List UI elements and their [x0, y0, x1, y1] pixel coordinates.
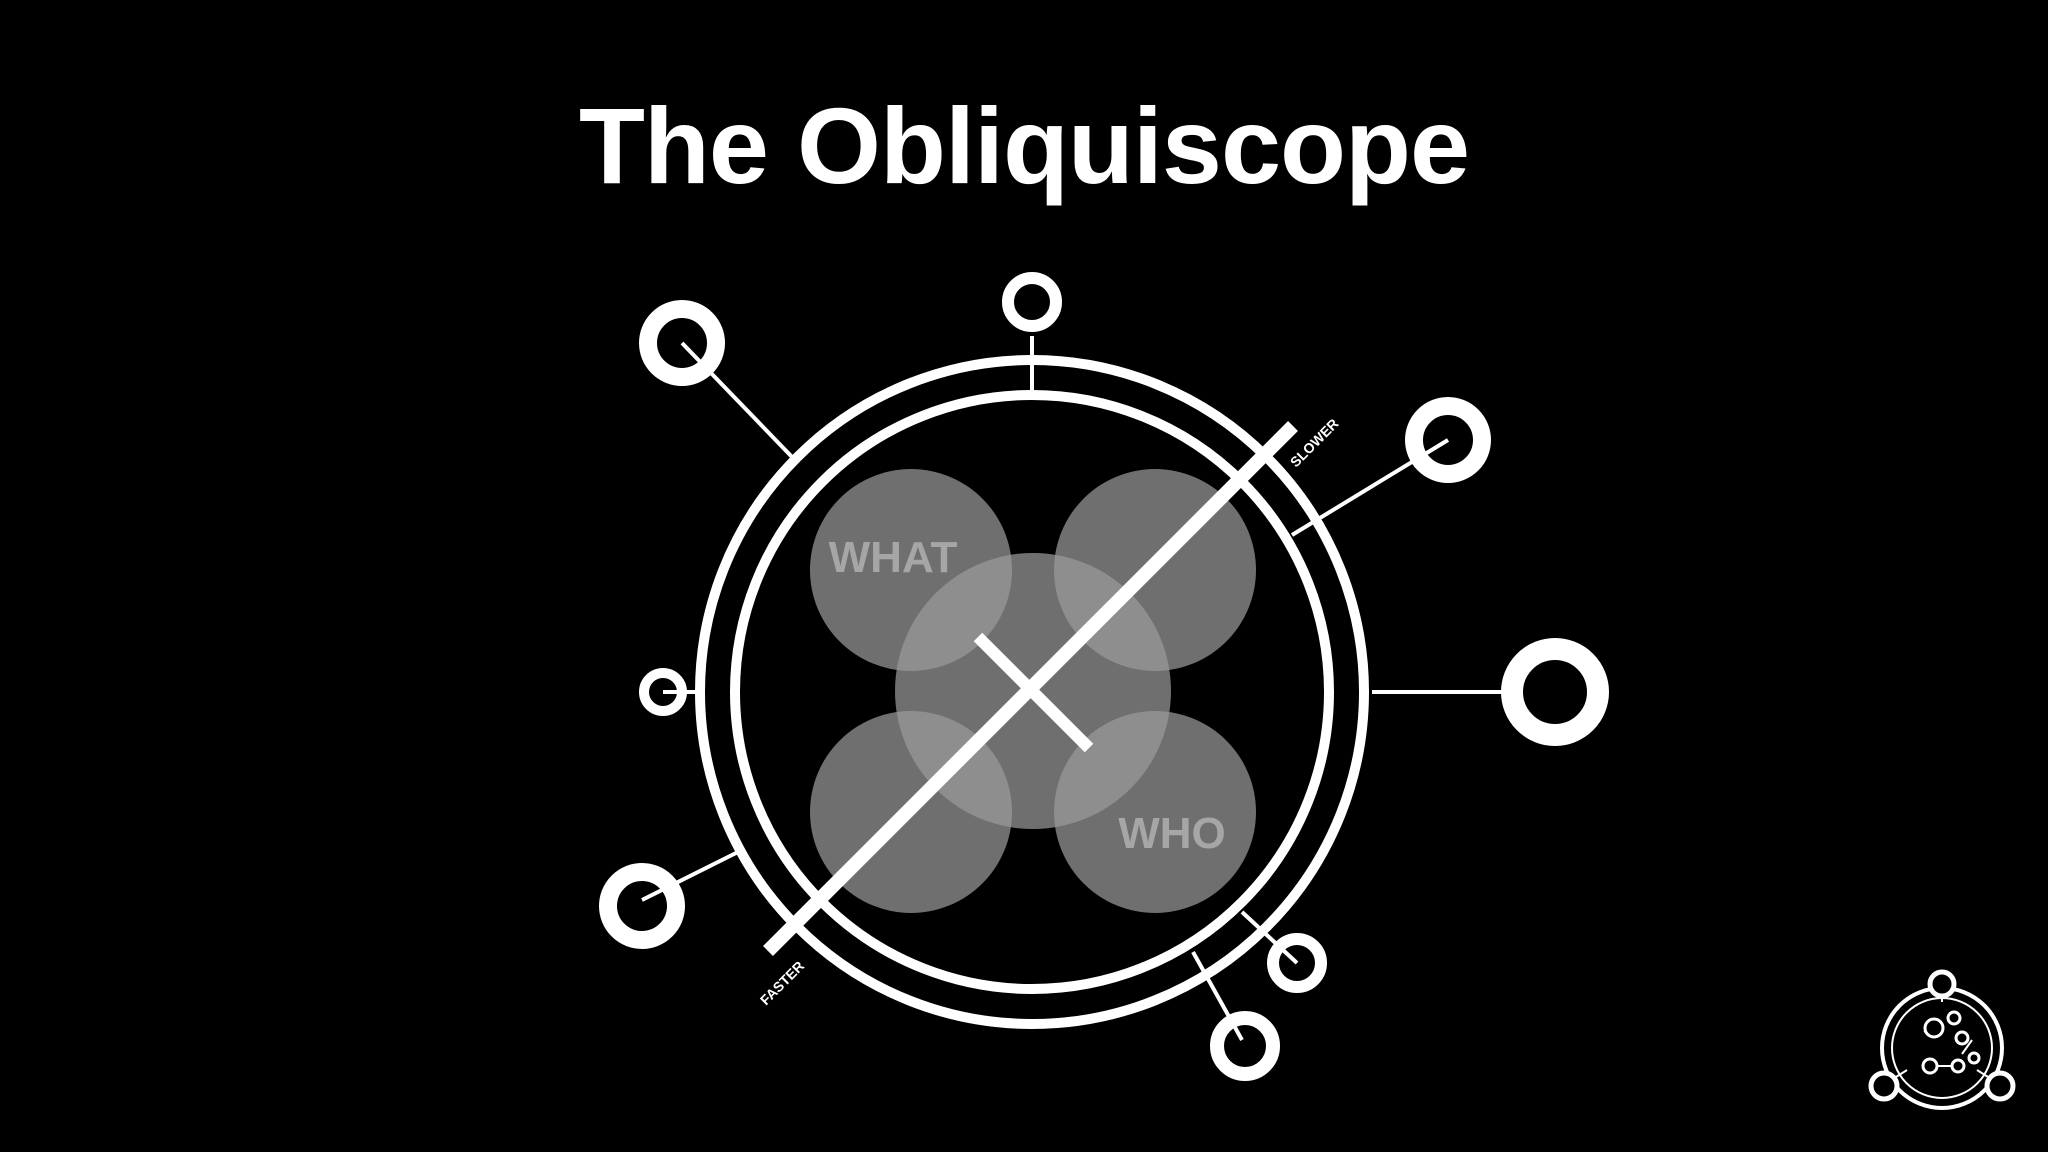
node-top-left: [639, 300, 725, 386]
outer-ring: [695, 355, 1369, 1029]
satellite-nodes: [599, 272, 1609, 1081]
venn-label-what: WHAT: [829, 533, 958, 582]
node-left-lower: [599, 863, 685, 949]
node-right-upper: [1405, 397, 1491, 483]
inner-ring: [730, 390, 1334, 994]
obliquiscope-logo-icon: [1868, 969, 2016, 1110]
slower-label: SLOWER: [1287, 415, 1342, 470]
main-rings: [695, 355, 1369, 1029]
page-title: The Obliquiscope: [578, 85, 1470, 206]
node-right: [1501, 638, 1609, 746]
node-top: [1002, 272, 1062, 332]
venn-label-who: WHO: [1118, 809, 1226, 858]
spoke-bottom-right: [1240, 910, 1299, 965]
center-cross: [973, 632, 1094, 753]
spoke-top-left: [680, 341, 795, 460]
node-bottom: [1210, 1011, 1280, 1081]
node-left: [639, 668, 687, 716]
faster-label: FASTER: [757, 958, 807, 1008]
spoke-left-lower: [641, 850, 739, 902]
node-bottom-right: [1267, 933, 1327, 993]
